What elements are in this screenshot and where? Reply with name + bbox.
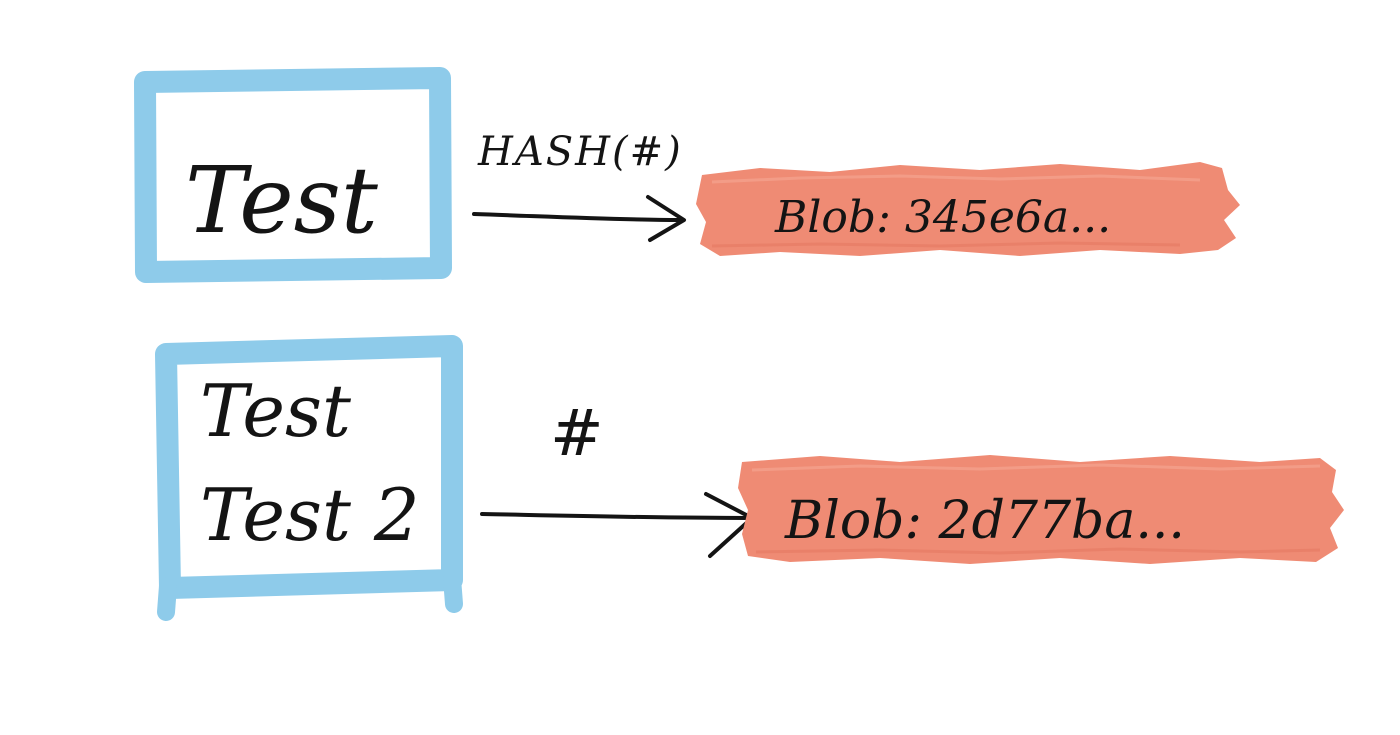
row2: Test Test 2 # Blob: 2d77ba... bbox=[155, 335, 1344, 621]
row1-content-box: Test bbox=[134, 67, 452, 283]
row2-arrow bbox=[480, 492, 754, 558]
row1: Test HASH(#) Blob: 345e6a... bbox=[134, 67, 1240, 283]
row1-arrow bbox=[472, 195, 686, 242]
row1-box-text: Test bbox=[185, 147, 379, 254]
row1-hash-label: HASH(#) bbox=[477, 129, 683, 175]
row1-blob-text: Blob: 345e6a... bbox=[774, 192, 1111, 243]
row1-blob: Blob: 345e6a... bbox=[696, 162, 1240, 256]
row2-content-box: Test Test 2 bbox=[155, 335, 463, 621]
row2-box-line2: Test 2 bbox=[200, 473, 420, 557]
row2-hash-label: # bbox=[550, 397, 604, 471]
row2-blob: Blob: 2d77ba... bbox=[738, 455, 1344, 564]
row2-box-line1: Test bbox=[200, 369, 352, 453]
row2-blob-text: Blob: 2d77ba... bbox=[784, 491, 1185, 551]
